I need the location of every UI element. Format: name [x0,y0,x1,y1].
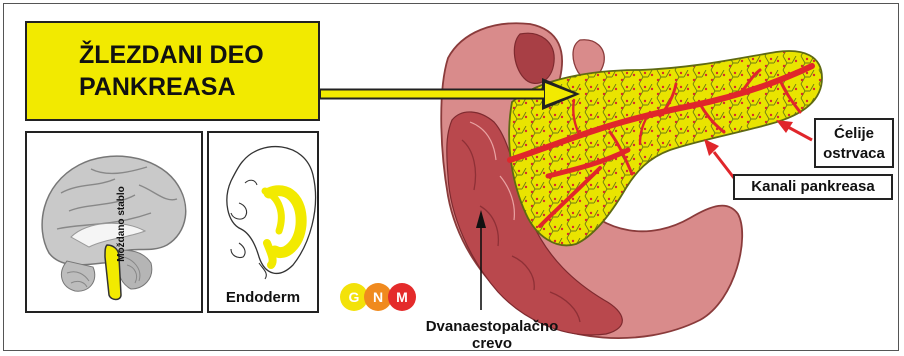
ducts-callout: Kanali pankreasa [733,174,893,200]
duodenum-label: Dvanaestopalačno crevo [412,318,572,352]
islet-cells-line-1: Ćelije [816,124,892,144]
islet-cells-callout: Ćelije ostrvaca [814,118,894,168]
islet-cells-line-2: ostrvaca [816,144,892,164]
